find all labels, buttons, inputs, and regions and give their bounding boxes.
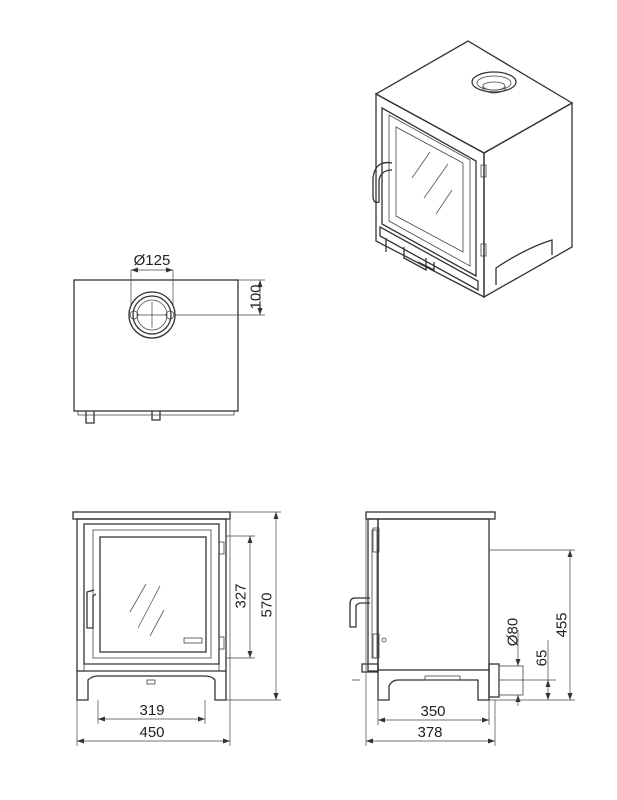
door-height-label: 327 xyxy=(233,583,250,608)
front-view: 327 570 319 450 xyxy=(72,511,281,746)
flue-diameter-label: Ø125 xyxy=(134,252,171,269)
flue-outlet-height-label: 65 xyxy=(534,650,551,667)
leg-depth-label: 350 xyxy=(420,703,445,720)
width-label: 450 xyxy=(139,724,164,741)
flue-outlet-diameter-label: Ø80 xyxy=(505,618,522,646)
flue-offset-label: 100 xyxy=(248,284,265,309)
isometric-view xyxy=(372,40,574,299)
depth-label: 378 xyxy=(417,724,442,741)
top-view: Ø125 100 xyxy=(73,252,265,424)
side-view: Ø80 65 455 350 378 xyxy=(349,511,575,746)
height-label: 570 xyxy=(259,592,276,617)
flue-center-height-label: 455 xyxy=(554,612,571,637)
base-width-label: 319 xyxy=(139,702,164,719)
